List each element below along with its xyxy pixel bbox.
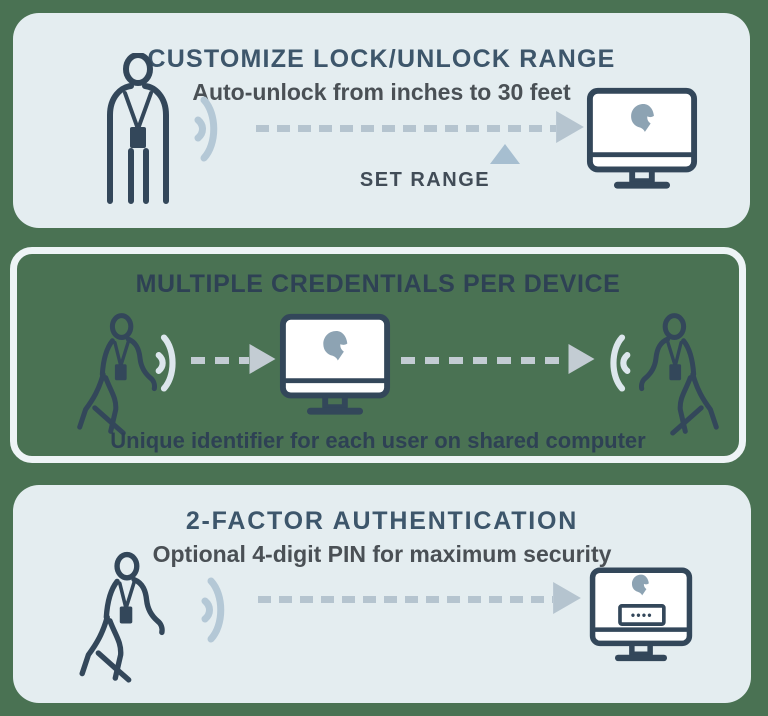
dashed-arrow-line <box>256 125 556 132</box>
standing-person-icon <box>83 53 195 205</box>
panel-2fa: 2-FACTOR AUTHENTICATION Optional 4-digit… <box>13 485 751 703</box>
pin-field <box>618 604 666 626</box>
arrowhead-icon <box>553 582 581 614</box>
monitor-icon <box>585 85 699 193</box>
panel-credentials: MULTIPLE CREDENTIALS PER DEVICE Unique i… <box>10 247 746 463</box>
pin-dots: •••• <box>631 609 653 623</box>
signal-waves-icon <box>194 96 230 162</box>
arrowhead-icon <box>556 111 584 143</box>
set-range-pointer-icon <box>490 144 520 164</box>
2fa-subtitle: Optional 4-digit PIN for maximum securit… <box>152 541 612 567</box>
panel-range: CUSTOMIZE LOCK/UNLOCK RANGE Auto-unlock … <box>13 13 750 228</box>
2fa-title: 2-FACTOR AUTHENTICATION <box>185 507 579 535</box>
dashed-arrow-line <box>258 596 553 603</box>
range-subtitle: Auto-unlock from inches to 30 feet <box>192 79 571 105</box>
signal-waves-icon <box>154 334 188 392</box>
arrowhead-icon <box>249 344 276 374</box>
arrowhead-icon <box>568 344 595 374</box>
dashed-arrow-line <box>401 357 569 364</box>
monitor-pin-icon: •••• <box>588 565 694 665</box>
signal-waves-left-facing-icon <box>598 334 632 392</box>
set-range-label: SET RANGE <box>359 169 491 191</box>
dashed-arrow-line <box>191 357 249 364</box>
shared-monitor-icon <box>278 310 392 420</box>
signal-waves-icon <box>201 577 237 643</box>
range-title: CUSTOMIZE LOCK/UNLOCK RANGE <box>147 45 616 73</box>
walking-person-icon <box>75 547 169 691</box>
credentials-title: MULTIPLE CREDENTIALS PER DEVICE <box>135 270 621 298</box>
credentials-caption: Unique identifier for each user on share… <box>110 428 646 453</box>
